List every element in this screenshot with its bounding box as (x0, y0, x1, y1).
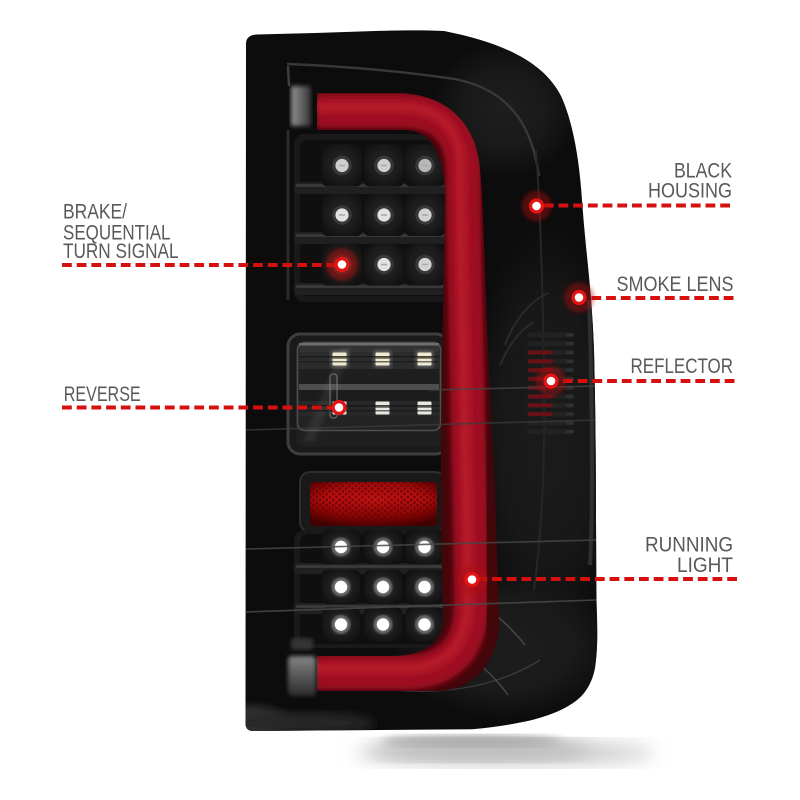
svg-text:TURN SIGNAL: TURN SIGNAL (63, 240, 179, 263)
svg-text:SMOKE LENS: SMOKE LENS (617, 273, 734, 296)
svg-text:RUNNING: RUNNING (645, 534, 733, 557)
svg-text:REFLECTOR: REFLECTOR (631, 355, 734, 378)
svg-text:LIGHT: LIGHT (677, 554, 733, 577)
svg-text:SEQUENTIAL: SEQUENTIAL (63, 222, 171, 245)
svg-text:HOUSING: HOUSING (648, 180, 732, 203)
svg-text:REVERSE: REVERSE (64, 383, 141, 406)
svg-text:BRAKE/: BRAKE/ (63, 201, 127, 224)
svg-text:BLACK: BLACK (674, 160, 732, 183)
